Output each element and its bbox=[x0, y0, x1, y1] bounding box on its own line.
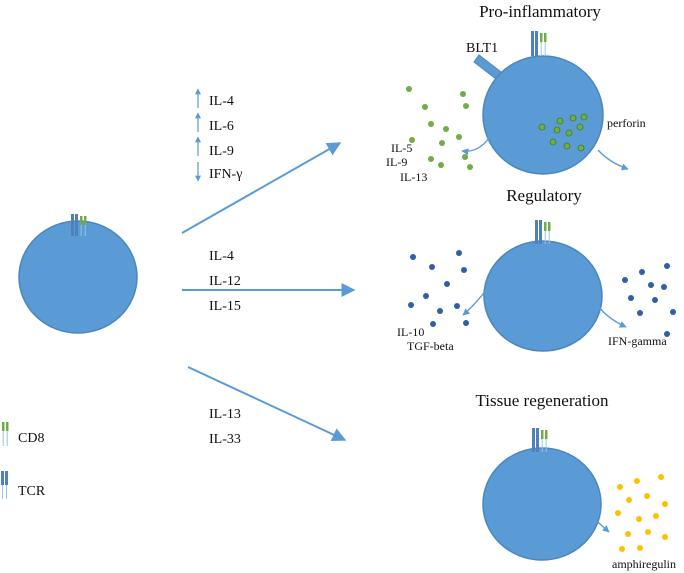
cd8-receptor-icon bbox=[80, 216, 87, 236]
tissue-regeneration-cell bbox=[482, 447, 602, 561]
cd8-receptor-icon bbox=[544, 222, 551, 244]
cytokine-label: IL-13 bbox=[209, 407, 241, 422]
secretion-arrow-right bbox=[593, 299, 627, 328]
cytokine-ifn-gamma-down: IFN-γ bbox=[195, 162, 242, 182]
cytokine-il4-up: IL-4 bbox=[195, 88, 234, 109]
cytokine-il9-up: IL-9 bbox=[195, 136, 234, 159]
amphiregulin-dots bbox=[615, 474, 668, 552]
secreted-label: TGF-beta bbox=[407, 339, 454, 353]
central-cell bbox=[18, 214, 138, 334]
arrow-to-pro-inflammatory bbox=[181, 142, 342, 234]
cd8-receptor-icon bbox=[541, 430, 548, 452]
secreted-label: IFN-gamma bbox=[608, 334, 667, 348]
tcr-receptor-icon bbox=[532, 428, 539, 452]
cytokine-label: IFN-γ bbox=[209, 167, 242, 182]
cytokine-label: IL-33 bbox=[209, 432, 241, 447]
legend-cd8: CD8 bbox=[2, 422, 44, 446]
cytokine-label: IL-12 bbox=[209, 274, 241, 289]
tissue-regeneration-cytokine-list: IL-13 IL-33 bbox=[209, 407, 241, 447]
tcr-receptor-icon bbox=[531, 31, 538, 56]
cytokine-label: IL-6 bbox=[209, 119, 234, 134]
blt1-label: BLT1 bbox=[466, 41, 498, 56]
cytokine-label: IL-4 bbox=[209, 94, 234, 109]
tissue-regeneration-title: Tissue regeneration bbox=[476, 391, 609, 410]
tcr-icon bbox=[1, 471, 8, 499]
regulatory-panel: Regulatory bbox=[397, 186, 676, 353]
secretion-arrow-left bbox=[462, 285, 490, 316]
tissue-regeneration-panel: Tissue regeneration bbox=[476, 391, 676, 571]
cytokine-label: IL-15 bbox=[209, 299, 241, 314]
pro-inflammatory-title: Pro-inflammatory bbox=[479, 2, 601, 21]
legend: CD8 TCR bbox=[1, 422, 46, 499]
legend-tcr: TCR bbox=[1, 471, 46, 499]
regulatory-left-dots bbox=[408, 250, 469, 327]
secreted-cytokine-dots bbox=[406, 86, 473, 170]
cytokine-label: IL-4 bbox=[209, 249, 234, 264]
pro-inflammatory-panel: Pro-inflammatory BLT1 bbox=[386, 2, 646, 184]
secreted-label: IL-10 bbox=[397, 325, 424, 339]
regulatory-cytokine-list: IL-4 IL-12 IL-15 bbox=[209, 249, 241, 314]
cd8-icon bbox=[2, 422, 9, 446]
amphiregulin-label: amphiregulin bbox=[612, 557, 676, 571]
secreted-label: IL-9 bbox=[386, 155, 407, 169]
perforin-granules bbox=[538, 113, 588, 152]
legend-cd8-label: CD8 bbox=[18, 431, 44, 446]
secreted-label: IL-5 bbox=[391, 141, 412, 155]
cd8-receptor-icon bbox=[540, 33, 547, 56]
pro-inflammatory-cell bbox=[482, 55, 604, 175]
regulatory-title: Regulatory bbox=[506, 186, 582, 205]
regulatory-cell bbox=[483, 240, 603, 352]
tcr-receptor-icon bbox=[71, 214, 78, 236]
arrow-to-tissue-regeneration bbox=[187, 366, 347, 442]
secreted-label: IL-13 bbox=[400, 170, 427, 184]
regulatory-right-dots bbox=[622, 263, 676, 337]
amphiregulin-arrow bbox=[585, 511, 610, 533]
perforin-arrow bbox=[597, 149, 629, 171]
legend-tcr-label: TCR bbox=[18, 484, 46, 499]
secretion-arrow bbox=[461, 137, 490, 156]
cytokine-il6-up: IL-6 bbox=[195, 112, 234, 134]
tcr-receptor-icon bbox=[535, 220, 542, 244]
perforin-label: perforin bbox=[607, 116, 646, 130]
cytokine-label: IL-9 bbox=[209, 144, 234, 159]
pro-inflammatory-cytokine-list: IL-4 IL-6 IL-9 IFN-γ bbox=[195, 88, 242, 182]
